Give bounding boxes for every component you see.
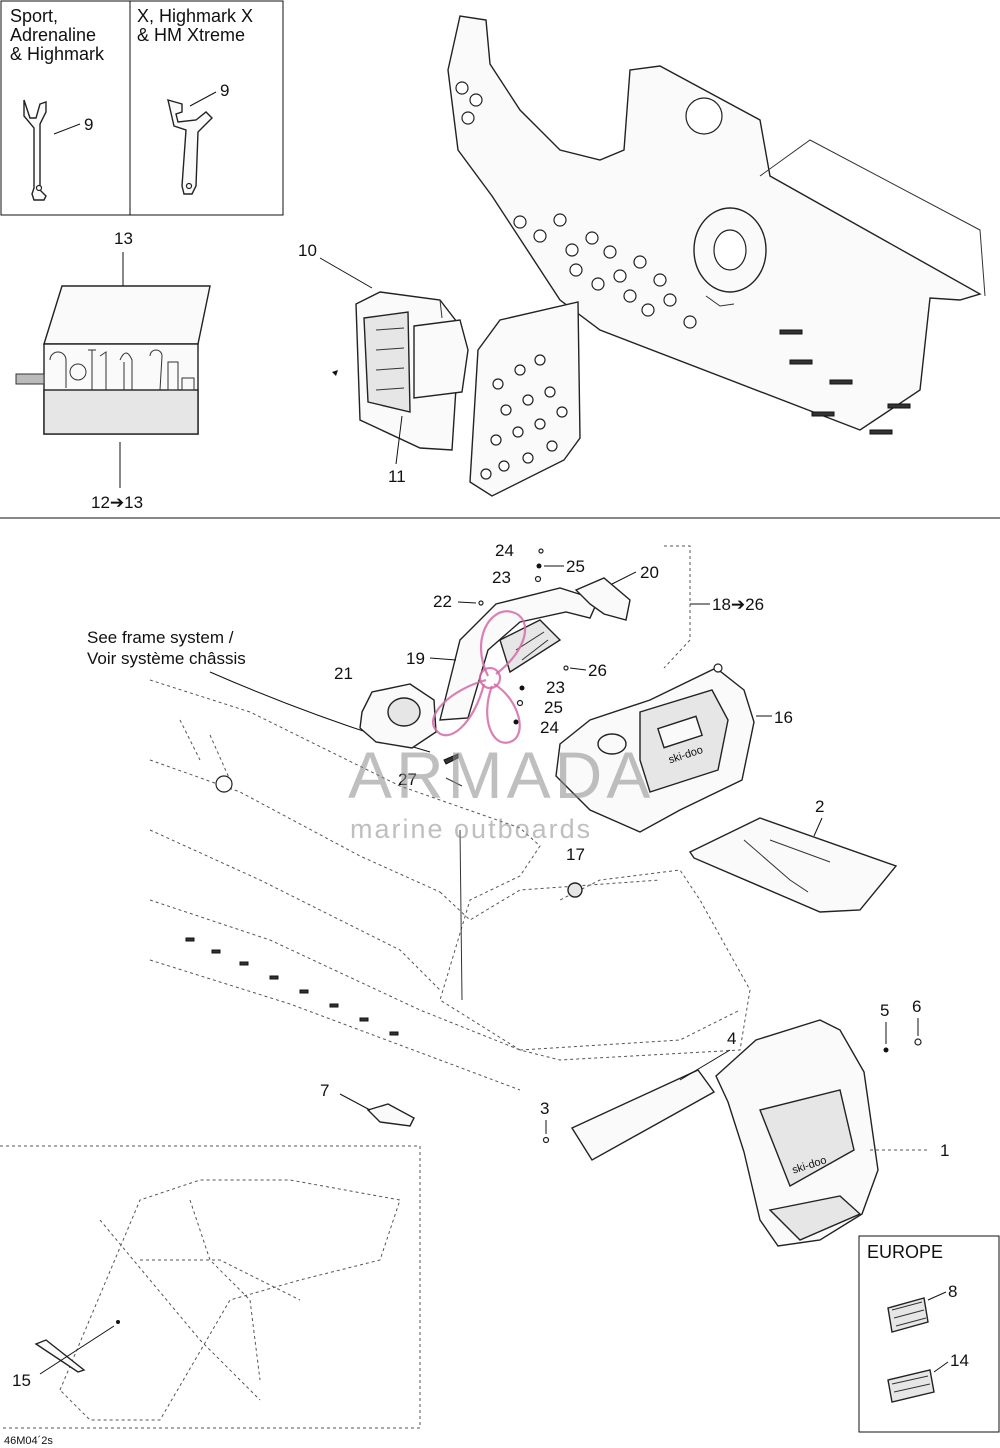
inset-col1-line2: Adrenaline	[10, 25, 96, 45]
propeller-logo-icon	[432, 610, 527, 744]
callout-4: 4	[727, 1029, 736, 1048]
inset-col1-line3: & Highmark	[10, 44, 105, 64]
inset-col2-line1: X, Highmark X	[137, 6, 253, 26]
callout-25a: 25	[566, 557, 585, 576]
callout-22: 22	[433, 592, 452, 611]
hood-inset: 15	[0, 1145, 421, 1429]
callout-24b: 24	[540, 718, 559, 737]
frame-note-line2: Voir système châssis	[87, 649, 246, 668]
callout-24a: 24	[495, 541, 514, 560]
callout-9b: 9	[220, 81, 229, 100]
watermark-tagline: marine outboards	[350, 814, 592, 844]
callout-3: 3	[540, 1099, 549, 1118]
callout-7: 7	[320, 1081, 329, 1100]
callout-12-13: 12➔13	[91, 493, 143, 512]
europe-title: EUROPE	[867, 1242, 943, 1262]
callout-16: 16	[774, 708, 793, 727]
callout-2: 2	[815, 797, 824, 816]
callout-26: 26	[588, 661, 607, 680]
europe-inset: EUROPE 8 14	[858, 1235, 1000, 1433]
upper-frame: 10 11	[298, 15, 986, 497]
callout-5: 5	[880, 1001, 889, 1020]
callout-14: 14	[950, 1351, 969, 1370]
armada-watermark: ARMADA marine outboards	[348, 610, 654, 844]
figure-code: 46M04´2s	[4, 1435, 53, 1447]
frame-note-line1: See frame system /	[87, 628, 234, 647]
inset-col2-line2: & HM Xtreme	[137, 25, 245, 45]
watermark-brand: ARMADA	[348, 738, 654, 812]
callout-27: 27	[398, 770, 417, 789]
inset-col1-line1: Sport,	[10, 6, 58, 26]
callout-18-26: 18➔26	[712, 595, 764, 614]
callout-19: 19	[406, 649, 425, 668]
callout-9a: 9	[84, 115, 93, 134]
callout-13: 13	[114, 229, 133, 248]
callout-11: 11	[388, 467, 406, 486]
callout-21: 21	[334, 664, 353, 683]
tool-kit: 13 12➔13	[15, 229, 211, 512]
callout-23a: 23	[492, 568, 511, 587]
callout-17: 17	[566, 845, 585, 864]
callout-23b: 23	[546, 678, 565, 697]
wrench-icon	[23, 99, 47, 201]
wrench-inset: Sport, Adrenaline & Highmark X, Highmark…	[0, 0, 284, 216]
callout-25b: 25	[544, 698, 563, 717]
callout-20: 20	[640, 563, 659, 582]
callout-15: 15	[12, 1371, 31, 1390]
callout-6: 6	[912, 997, 921, 1016]
lower-frame: See frame system / Voir système châssis …	[87, 541, 949, 1247]
wrench-icon	[167, 99, 213, 195]
callout-10: 10	[298, 241, 317, 260]
callout-8: 8	[948, 1282, 957, 1301]
callout-1: 1	[940, 1141, 949, 1160]
